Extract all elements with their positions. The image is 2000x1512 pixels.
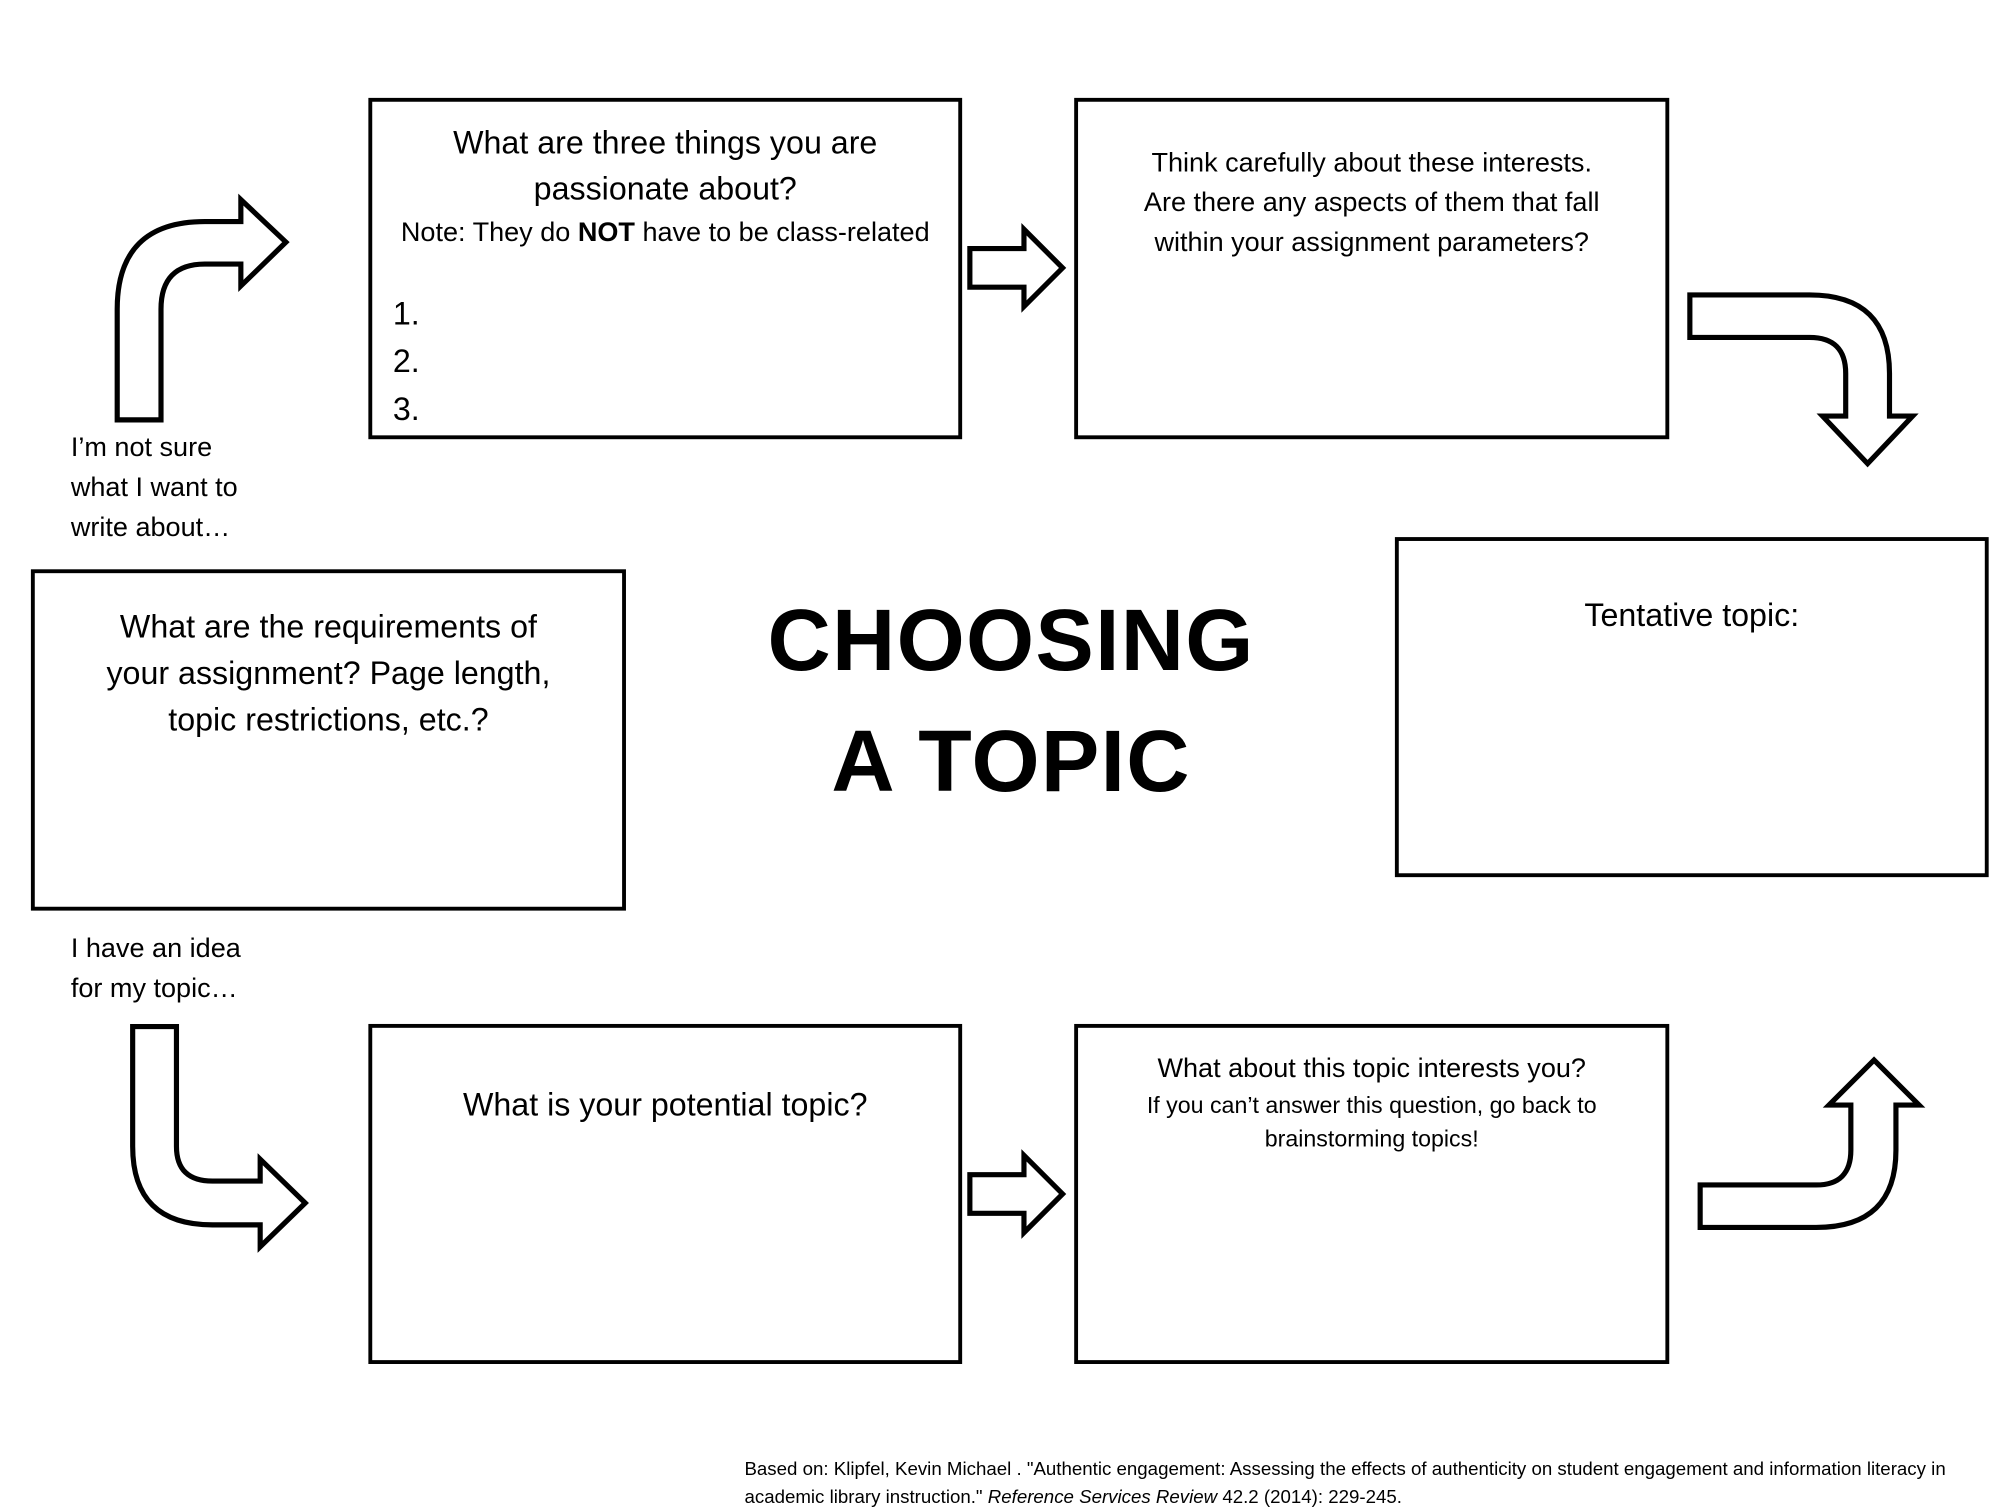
box-text-line: your assignment? Page length, — [106, 655, 551, 692]
curved-arrow-right-down-icon — [1687, 292, 1919, 468]
box-text-line: within your assignment parameters? — [1154, 227, 1589, 258]
requirements-box: What are the requirements of your assign… — [30, 569, 626, 911]
note-bold: NOT — [577, 217, 635, 248]
label-line: I have an idea — [70, 933, 241, 964]
note-text: have to be class-related — [634, 217, 930, 248]
question-line: passionate about? — [533, 171, 797, 208]
note-line: If you can’t answer this question, go ba… — [1146, 1092, 1597, 1118]
box-text-line: topic restrictions, etc.? — [168, 701, 489, 739]
interest-check-box: What about this topic interests you? If … — [1074, 1023, 1670, 1364]
interest-check-note: If you can’t answer this question, go ba… — [1078, 1088, 1665, 1155]
citation-journal: Reference Services Review — [987, 1487, 1218, 1509]
label-line: I’m not sure — [70, 432, 213, 463]
right-arrow-icon — [967, 223, 1067, 313]
box-text-line: What are the requirements of — [119, 609, 537, 646]
right-arrow-icon — [967, 1149, 1067, 1239]
note-line: brainstorming topics! — [1264, 1125, 1479, 1152]
interests-box: Think carefully about these interests. A… — [1074, 97, 1670, 440]
list-item: 3. — [392, 391, 420, 428]
potential-topic-box: What is your potential topic? — [368, 1023, 963, 1364]
tentative-topic-label: Tentative topic: — [1584, 597, 1800, 634]
not-sure-label: I’m not sure what I want to write about… — [71, 428, 238, 548]
passions-box: What are three things you are passionate… — [368, 97, 963, 440]
potential-topic-question: What is your potential topic? — [462, 1087, 868, 1124]
box-text-line: Are there any aspects of them that fall — [1143, 188, 1600, 218]
label-line: what I want to — [70, 472, 238, 503]
passions-note: Note: They do NOT have to be class-relat… — [372, 213, 958, 253]
curved-arrow-down-right-icon — [130, 1023, 309, 1253]
tentative-topic-box: Tentative topic: — [1394, 537, 1989, 878]
curved-arrow-up-right-icon — [114, 193, 290, 423]
passions-list: 1. 2. 3. — [393, 291, 958, 434]
label-line: for my topic… — [70, 973, 238, 1004]
title-line-1: CHOOSING — [767, 591, 1255, 690]
passions-question: What are three things you are passionate… — [372, 120, 958, 213]
list-item: 2. — [392, 343, 420, 380]
label-line: write about… — [70, 512, 231, 543]
title-line-2: A TOPIC — [831, 712, 1191, 811]
citation-text: 42.2 (2014): 229-245. — [1217, 1487, 1402, 1509]
list-item: 1. — [392, 296, 420, 333]
have-idea-label: I have an idea for my topic… — [71, 929, 241, 1009]
question-line: What are three things you are — [453, 124, 878, 161]
box-text-line: Think carefully about these interests. — [1151, 148, 1592, 178]
citation: Based on: Klipfel, Kevin Michael . "Auth… — [744, 1455, 1993, 1512]
curved-arrow-right-up-icon — [1697, 1056, 1926, 1231]
interest-check-question: What about this topic interests you? — [1157, 1053, 1586, 1084]
note-text: Note: They do — [400, 217, 578, 248]
